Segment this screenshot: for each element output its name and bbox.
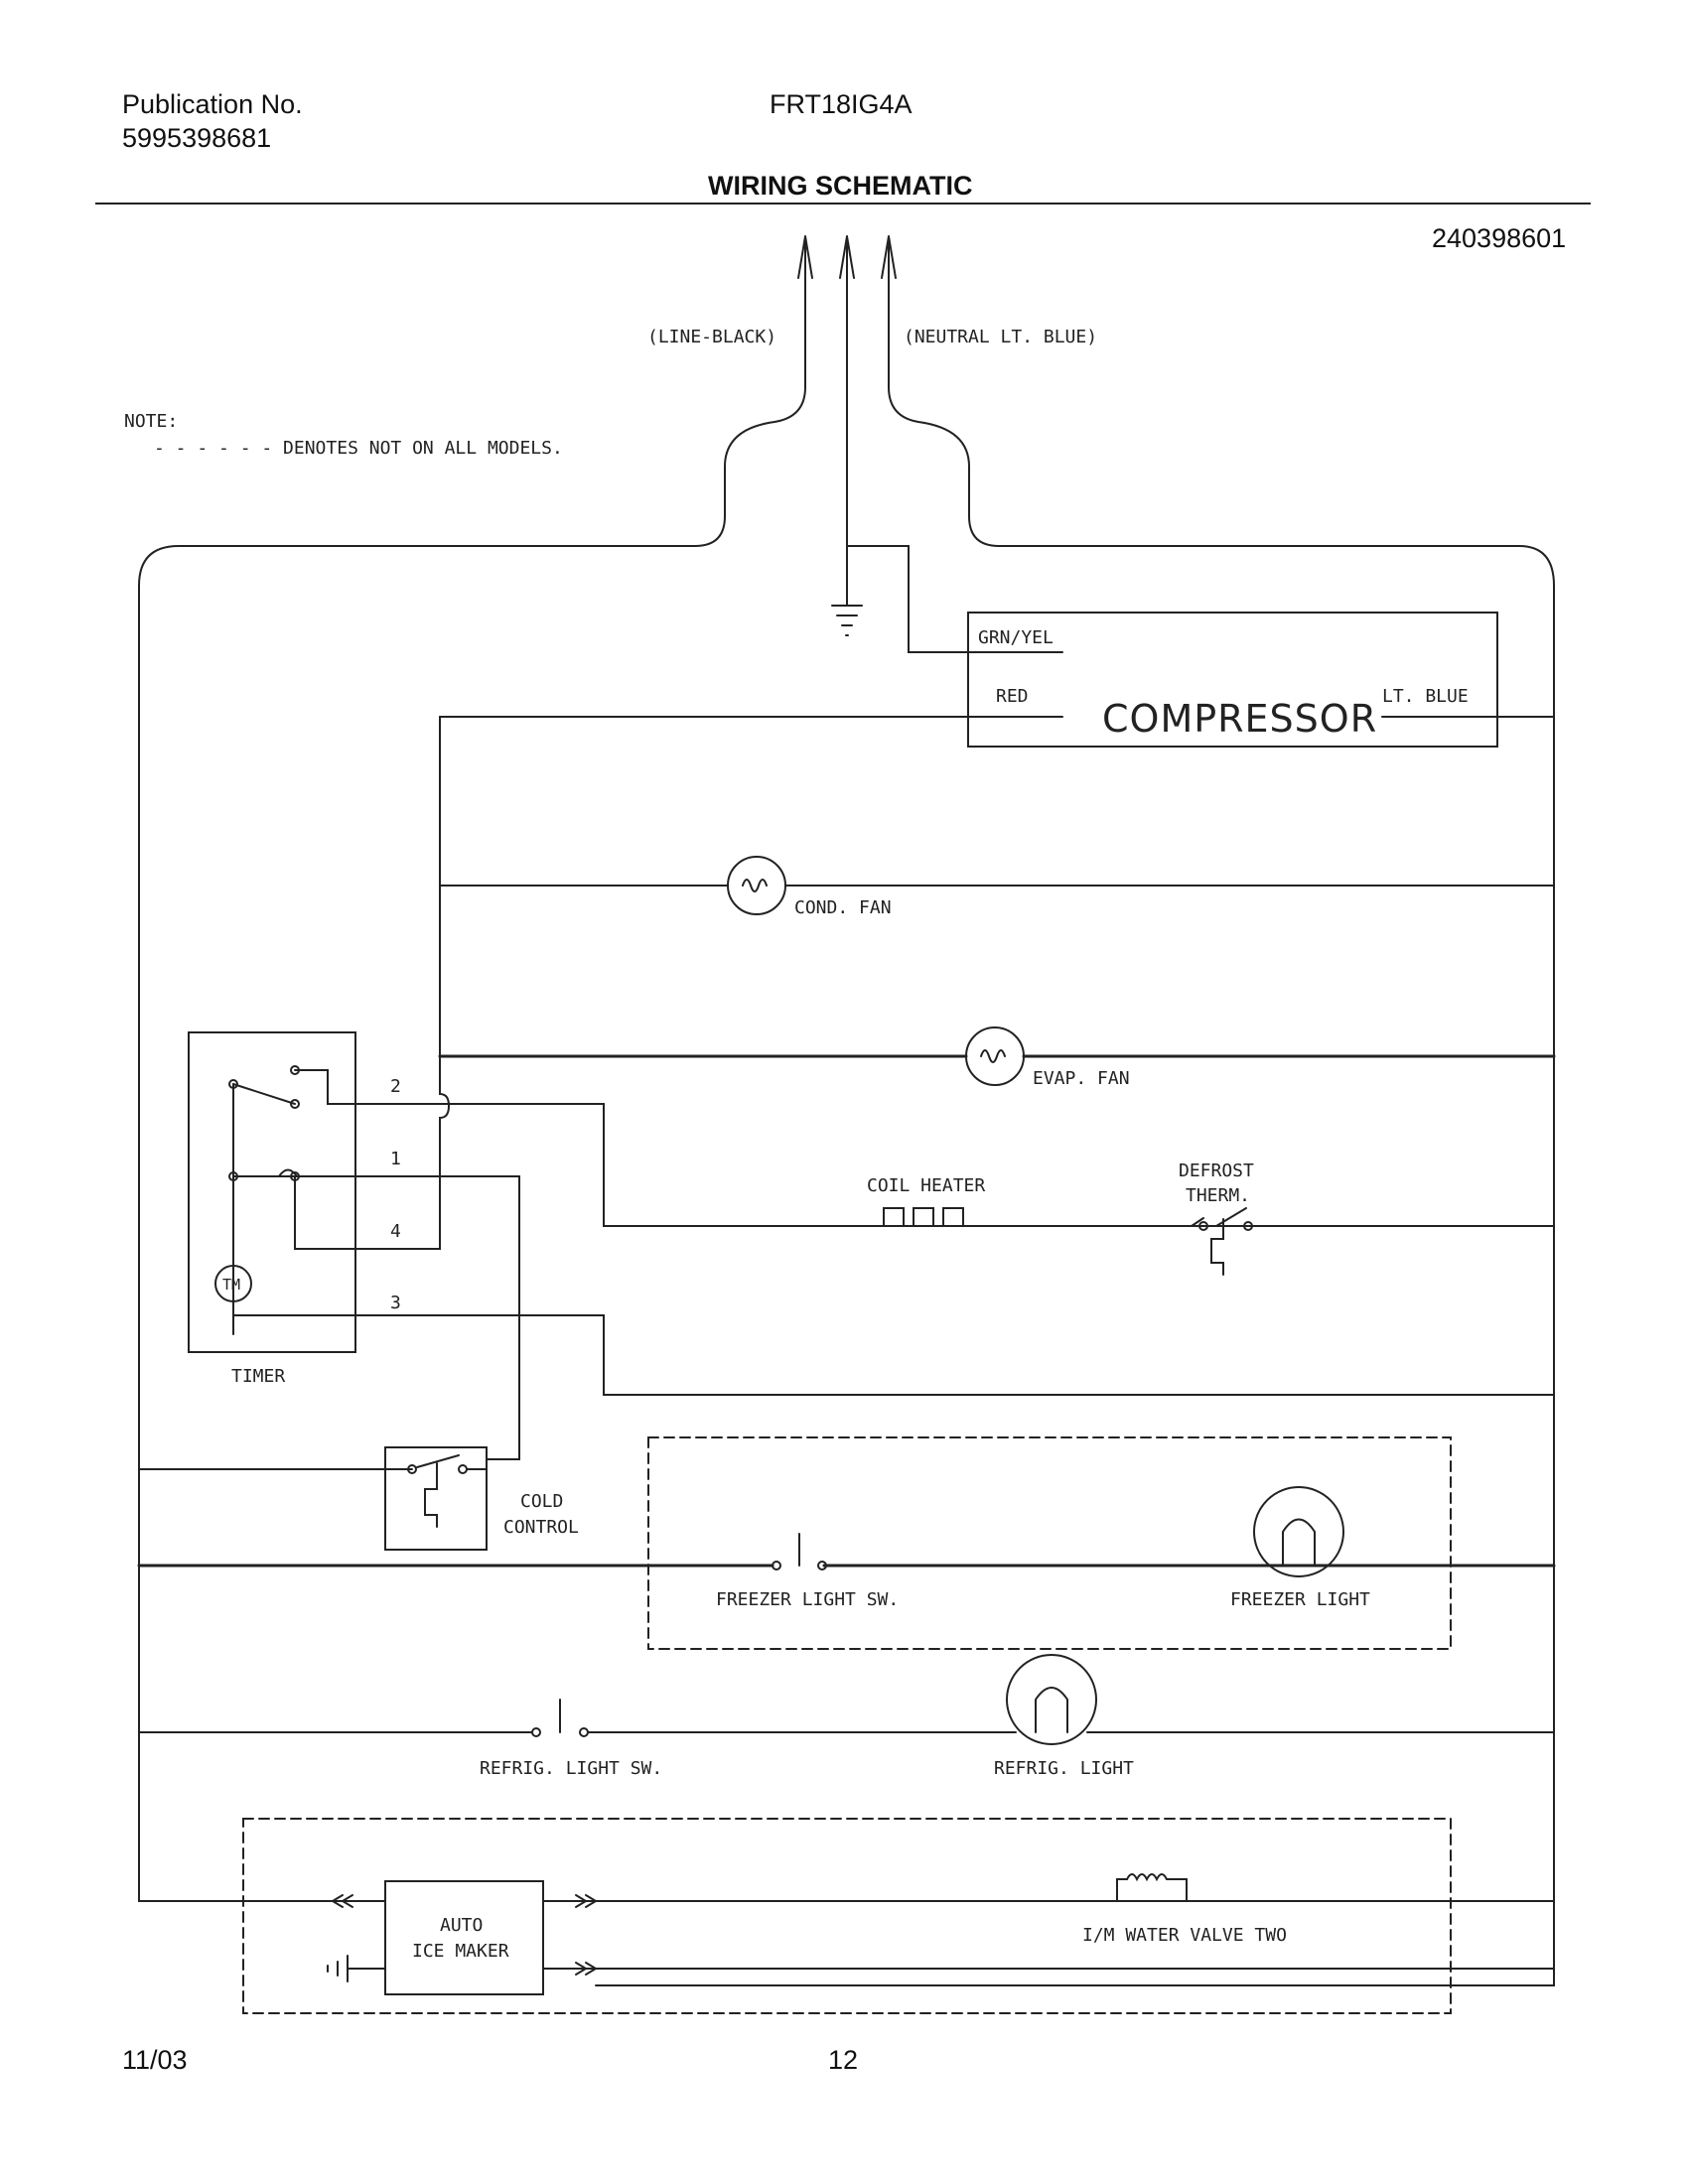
timer-terminal-1: 1 bbox=[390, 1149, 401, 1169]
defrost-therm-icon bbox=[1210, 1218, 1224, 1276]
red-label: RED bbox=[996, 686, 1029, 707]
refrig-light-label: REFRIG. LIGHT bbox=[994, 1758, 1134, 1779]
footer-page-number: 12 bbox=[828, 2045, 859, 2075]
timer-box bbox=[188, 1031, 356, 1353]
compressor-box bbox=[967, 612, 1498, 748]
coil-heater-label: COIL HEATER bbox=[867, 1175, 985, 1196]
line-black-label: (LINE-BLACK) bbox=[647, 327, 776, 347]
compressor-label: COMPRESSOR bbox=[1102, 697, 1377, 741]
defrost-therm-label-2: THERM. bbox=[1186, 1185, 1250, 1206]
ice-maker-optional-box bbox=[242, 1818, 1452, 2014]
cold-control-label-2: CONTROL bbox=[503, 1517, 579, 1538]
timer-terminal-3: 3 bbox=[390, 1293, 401, 1313]
evap-fan-label: EVAP. FAN bbox=[1033, 1068, 1130, 1089]
publication-number: 5995398681 bbox=[122, 123, 272, 153]
ice-maker-label-1: AUTO bbox=[440, 1915, 483, 1936]
publication-label: Publication No. bbox=[122, 89, 303, 119]
neutral-wire bbox=[595, 287, 1555, 1986]
header-rule bbox=[95, 203, 1591, 205]
neutral-label: (NEUTRAL LT. BLUE) bbox=[904, 327, 1097, 347]
freezer-light-bulb-icon bbox=[1253, 1486, 1344, 1577]
freezer-light-optional-box bbox=[647, 1436, 1452, 1650]
timer-motor-label: TM bbox=[222, 1276, 240, 1294]
page-title: WIRING SCHEMATIC bbox=[708, 171, 973, 201]
line-black-wire bbox=[138, 287, 806, 1902]
lt-blue-label: LT. BLUE bbox=[1382, 686, 1469, 707]
timer-terminal-4: 4 bbox=[390, 1221, 401, 1242]
timer-terminal-2: 2 bbox=[390, 1076, 401, 1097]
grn-yel-label: GRN/YEL bbox=[978, 627, 1054, 648]
ground-icon bbox=[831, 605, 863, 636]
water-valve-coil-icon bbox=[1116, 1873, 1188, 1902]
defrost-therm-label-1: DEFROST bbox=[1179, 1160, 1254, 1181]
diagram-number: 240398601 bbox=[1432, 223, 1567, 253]
coil-heater-icon bbox=[873, 1207, 974, 1227]
note-title: NOTE: bbox=[124, 411, 178, 432]
ice-maker-label-2: ICE MAKER bbox=[412, 1941, 509, 1962]
freezer-light-switch-label: FREEZER LIGHT SW. bbox=[716, 1589, 899, 1610]
model-number: FRT18IG4A bbox=[770, 89, 913, 119]
evap-fan-motor-icon bbox=[965, 1026, 1025, 1086]
freezer-light-label: FREEZER LIGHT bbox=[1230, 1589, 1370, 1610]
cold-control-icon bbox=[424, 1462, 438, 1528]
cold-control-box bbox=[384, 1446, 488, 1551]
timer-label: TIMER bbox=[231, 1366, 285, 1387]
refrig-light-bulb-icon bbox=[1006, 1654, 1097, 1745]
supply-arrows bbox=[797, 235, 897, 289]
cold-control-label-1: COLD bbox=[520, 1491, 563, 1512]
footer-date: 11/03 bbox=[122, 2045, 188, 2075]
cond-fan-label: COND. FAN bbox=[794, 897, 892, 918]
water-valve-label: I/M WATER VALVE TWO bbox=[1082, 1925, 1287, 1946]
refrig-light-switch-label: REFRIG. LIGHT SW. bbox=[480, 1758, 662, 1779]
ice-maker-ground-icon bbox=[327, 1955, 386, 1982]
auto-ice-maker-box bbox=[384, 1880, 544, 1995]
note-text: - - - - - - DENOTES NOT ON ALL MODELS. bbox=[154, 438, 563, 459]
cond-fan-motor-icon bbox=[727, 856, 786, 915]
